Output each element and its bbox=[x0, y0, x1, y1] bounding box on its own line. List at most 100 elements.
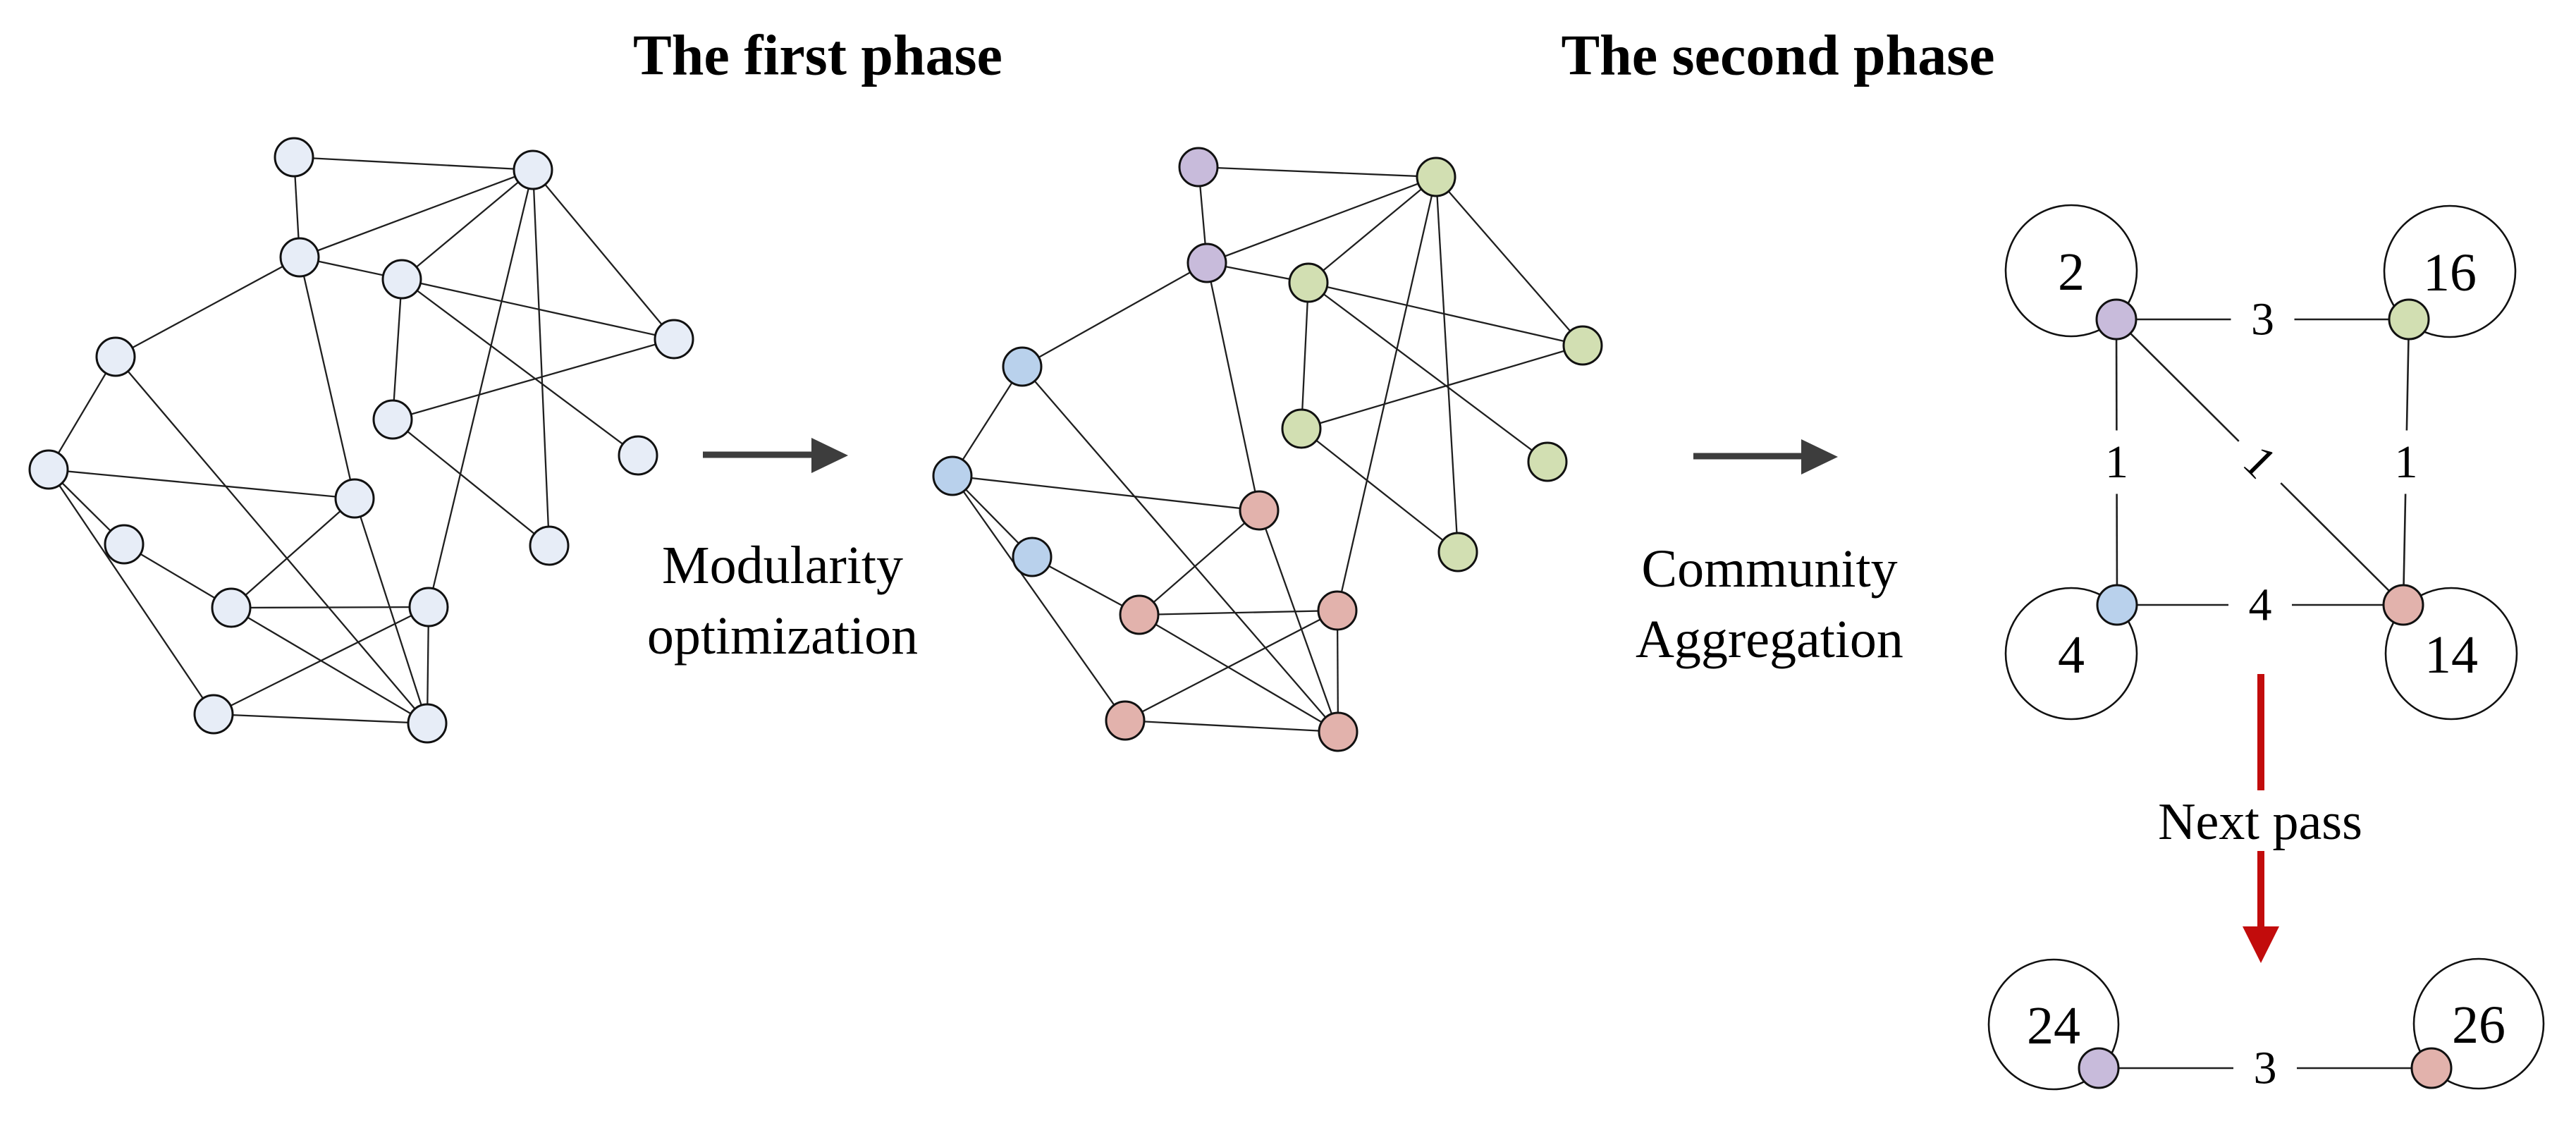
graph-node-B bbox=[1416, 157, 1456, 197]
graph-edge bbox=[231, 607, 428, 724]
flow-arrows bbox=[703, 438, 2279, 963]
graph-edge bbox=[48, 469, 214, 715]
graph-node-N bbox=[1105, 700, 1146, 741]
self-loop-weight-red: 14 bbox=[2424, 625, 2478, 685]
aggregation-label-line1: Community bbox=[1641, 539, 1897, 599]
self-loop-weight-purple_green: 24 bbox=[2027, 996, 2080, 1055]
graph-node-E bbox=[1562, 325, 1603, 366]
first-phase-title: The first phase bbox=[633, 23, 1002, 87]
graph-edge bbox=[401, 278, 639, 456]
graph-node-L bbox=[211, 587, 252, 628]
graph-node-J bbox=[1012, 537, 1053, 577]
graph-edge bbox=[298, 257, 356, 499]
graph-edge bbox=[1124, 609, 1338, 722]
graph-node-H bbox=[28, 449, 69, 490]
self-loop-circle-red bbox=[2384, 587, 2518, 721]
graph-edge bbox=[532, 169, 675, 340]
modularity-label-line2: optimization bbox=[647, 606, 918, 666]
edge-weight-label: 4 bbox=[2249, 580, 2272, 631]
graph-node-J bbox=[104, 524, 145, 565]
graph-edge bbox=[1308, 281, 1583, 347]
graph-edge bbox=[1258, 510, 1339, 733]
graph-edge bbox=[1206, 262, 1261, 511]
graph-node-C bbox=[1186, 243, 1227, 283]
graph-edge bbox=[1031, 556, 1140, 616]
graph-edge bbox=[1301, 428, 1459, 553]
edge-weight-label: 3 bbox=[2251, 294, 2274, 345]
graph-node-E bbox=[654, 319, 694, 360]
graph-edge bbox=[1336, 610, 1339, 733]
graph-node-H bbox=[932, 455, 973, 496]
graph-edge bbox=[401, 278, 675, 341]
edge-weight-label: 1 bbox=[2395, 436, 2418, 488]
graph-edge bbox=[532, 169, 551, 546]
graph-node-P bbox=[1527, 441, 1568, 482]
graph-edge bbox=[1022, 366, 1339, 733]
self-loop-weight-purple: 2 bbox=[2058, 243, 2085, 302]
graph-edge bbox=[48, 356, 116, 470]
graph-edge bbox=[299, 169, 534, 259]
graph-node-I bbox=[334, 478, 375, 519]
graph-edge bbox=[123, 544, 232, 608]
super-node-blue bbox=[2096, 584, 2138, 626]
self-loop-weight-blue: 4 bbox=[2058, 625, 2085, 685]
graph-edge bbox=[391, 278, 403, 420]
partitioned-graph bbox=[932, 147, 1603, 752]
graph-node-G bbox=[1281, 408, 1322, 449]
graph-edge bbox=[952, 366, 1023, 477]
graph-node-A bbox=[274, 137, 314, 178]
graph-node-M bbox=[408, 587, 449, 627]
graph-edge bbox=[1124, 719, 1339, 733]
graph-node-M bbox=[1317, 590, 1358, 631]
graph-node-B bbox=[513, 149, 553, 190]
graph-node-K bbox=[529, 525, 570, 566]
super-node-red bbox=[2382, 584, 2424, 626]
graph-edge bbox=[1308, 282, 1548, 463]
graph-edge bbox=[213, 713, 428, 725]
graph-edge bbox=[1300, 282, 1310, 429]
graph-node-F bbox=[1002, 346, 1043, 387]
graph-edge bbox=[1301, 344, 1583, 430]
graph-edge bbox=[115, 356, 428, 724]
weighted-edge bbox=[2116, 319, 2240, 442]
graph-node-O bbox=[1318, 711, 1358, 752]
graph-edge bbox=[293, 156, 534, 171]
graph-edge bbox=[1139, 510, 1260, 615]
graph-node-G bbox=[372, 399, 413, 440]
graph-node-I bbox=[1239, 490, 1280, 531]
graph-edge bbox=[1435, 176, 1583, 346]
aggregation-label-line2: Aggregation bbox=[1636, 610, 1903, 669]
graph-node-C bbox=[279, 237, 320, 278]
next-pass-label: Next pass bbox=[2158, 793, 2362, 851]
graph-edge bbox=[213, 606, 429, 716]
super-node-green bbox=[2388, 298, 2430, 341]
graph-edge bbox=[115, 256, 300, 358]
graph-edge bbox=[1139, 609, 1338, 616]
graph-node-D bbox=[381, 259, 422, 300]
graph-node-L bbox=[1119, 594, 1160, 635]
graph-edge bbox=[1336, 176, 1437, 611]
edge-weight-label: 1 bbox=[2233, 436, 2286, 489]
graph-edge bbox=[231, 606, 429, 609]
graph-edge bbox=[1022, 262, 1208, 368]
graph-edge bbox=[392, 419, 550, 546]
self-loop-weight-blue_red: 26 bbox=[2452, 996, 2506, 1055]
super-node-purple_green bbox=[2078, 1047, 2120, 1089]
graph-edge bbox=[1435, 176, 1459, 553]
graph-node-D bbox=[1288, 262, 1329, 303]
graph-edge bbox=[353, 498, 429, 724]
graph-edge bbox=[231, 498, 355, 608]
graph-node-P bbox=[618, 435, 658, 476]
graph-edge bbox=[1206, 176, 1437, 264]
graph-edge bbox=[1139, 614, 1339, 733]
graph-node-A bbox=[1178, 147, 1219, 188]
graph-edge bbox=[1198, 166, 1437, 178]
edge-weight-label: 3 bbox=[2254, 1043, 2277, 1094]
graph-node-N bbox=[193, 694, 234, 735]
super-node-blue_red bbox=[2410, 1047, 2453, 1089]
self-loop-weight-green: 16 bbox=[2423, 243, 2477, 302]
first-phase-graph bbox=[28, 137, 694, 744]
graph-edge bbox=[952, 474, 1260, 512]
